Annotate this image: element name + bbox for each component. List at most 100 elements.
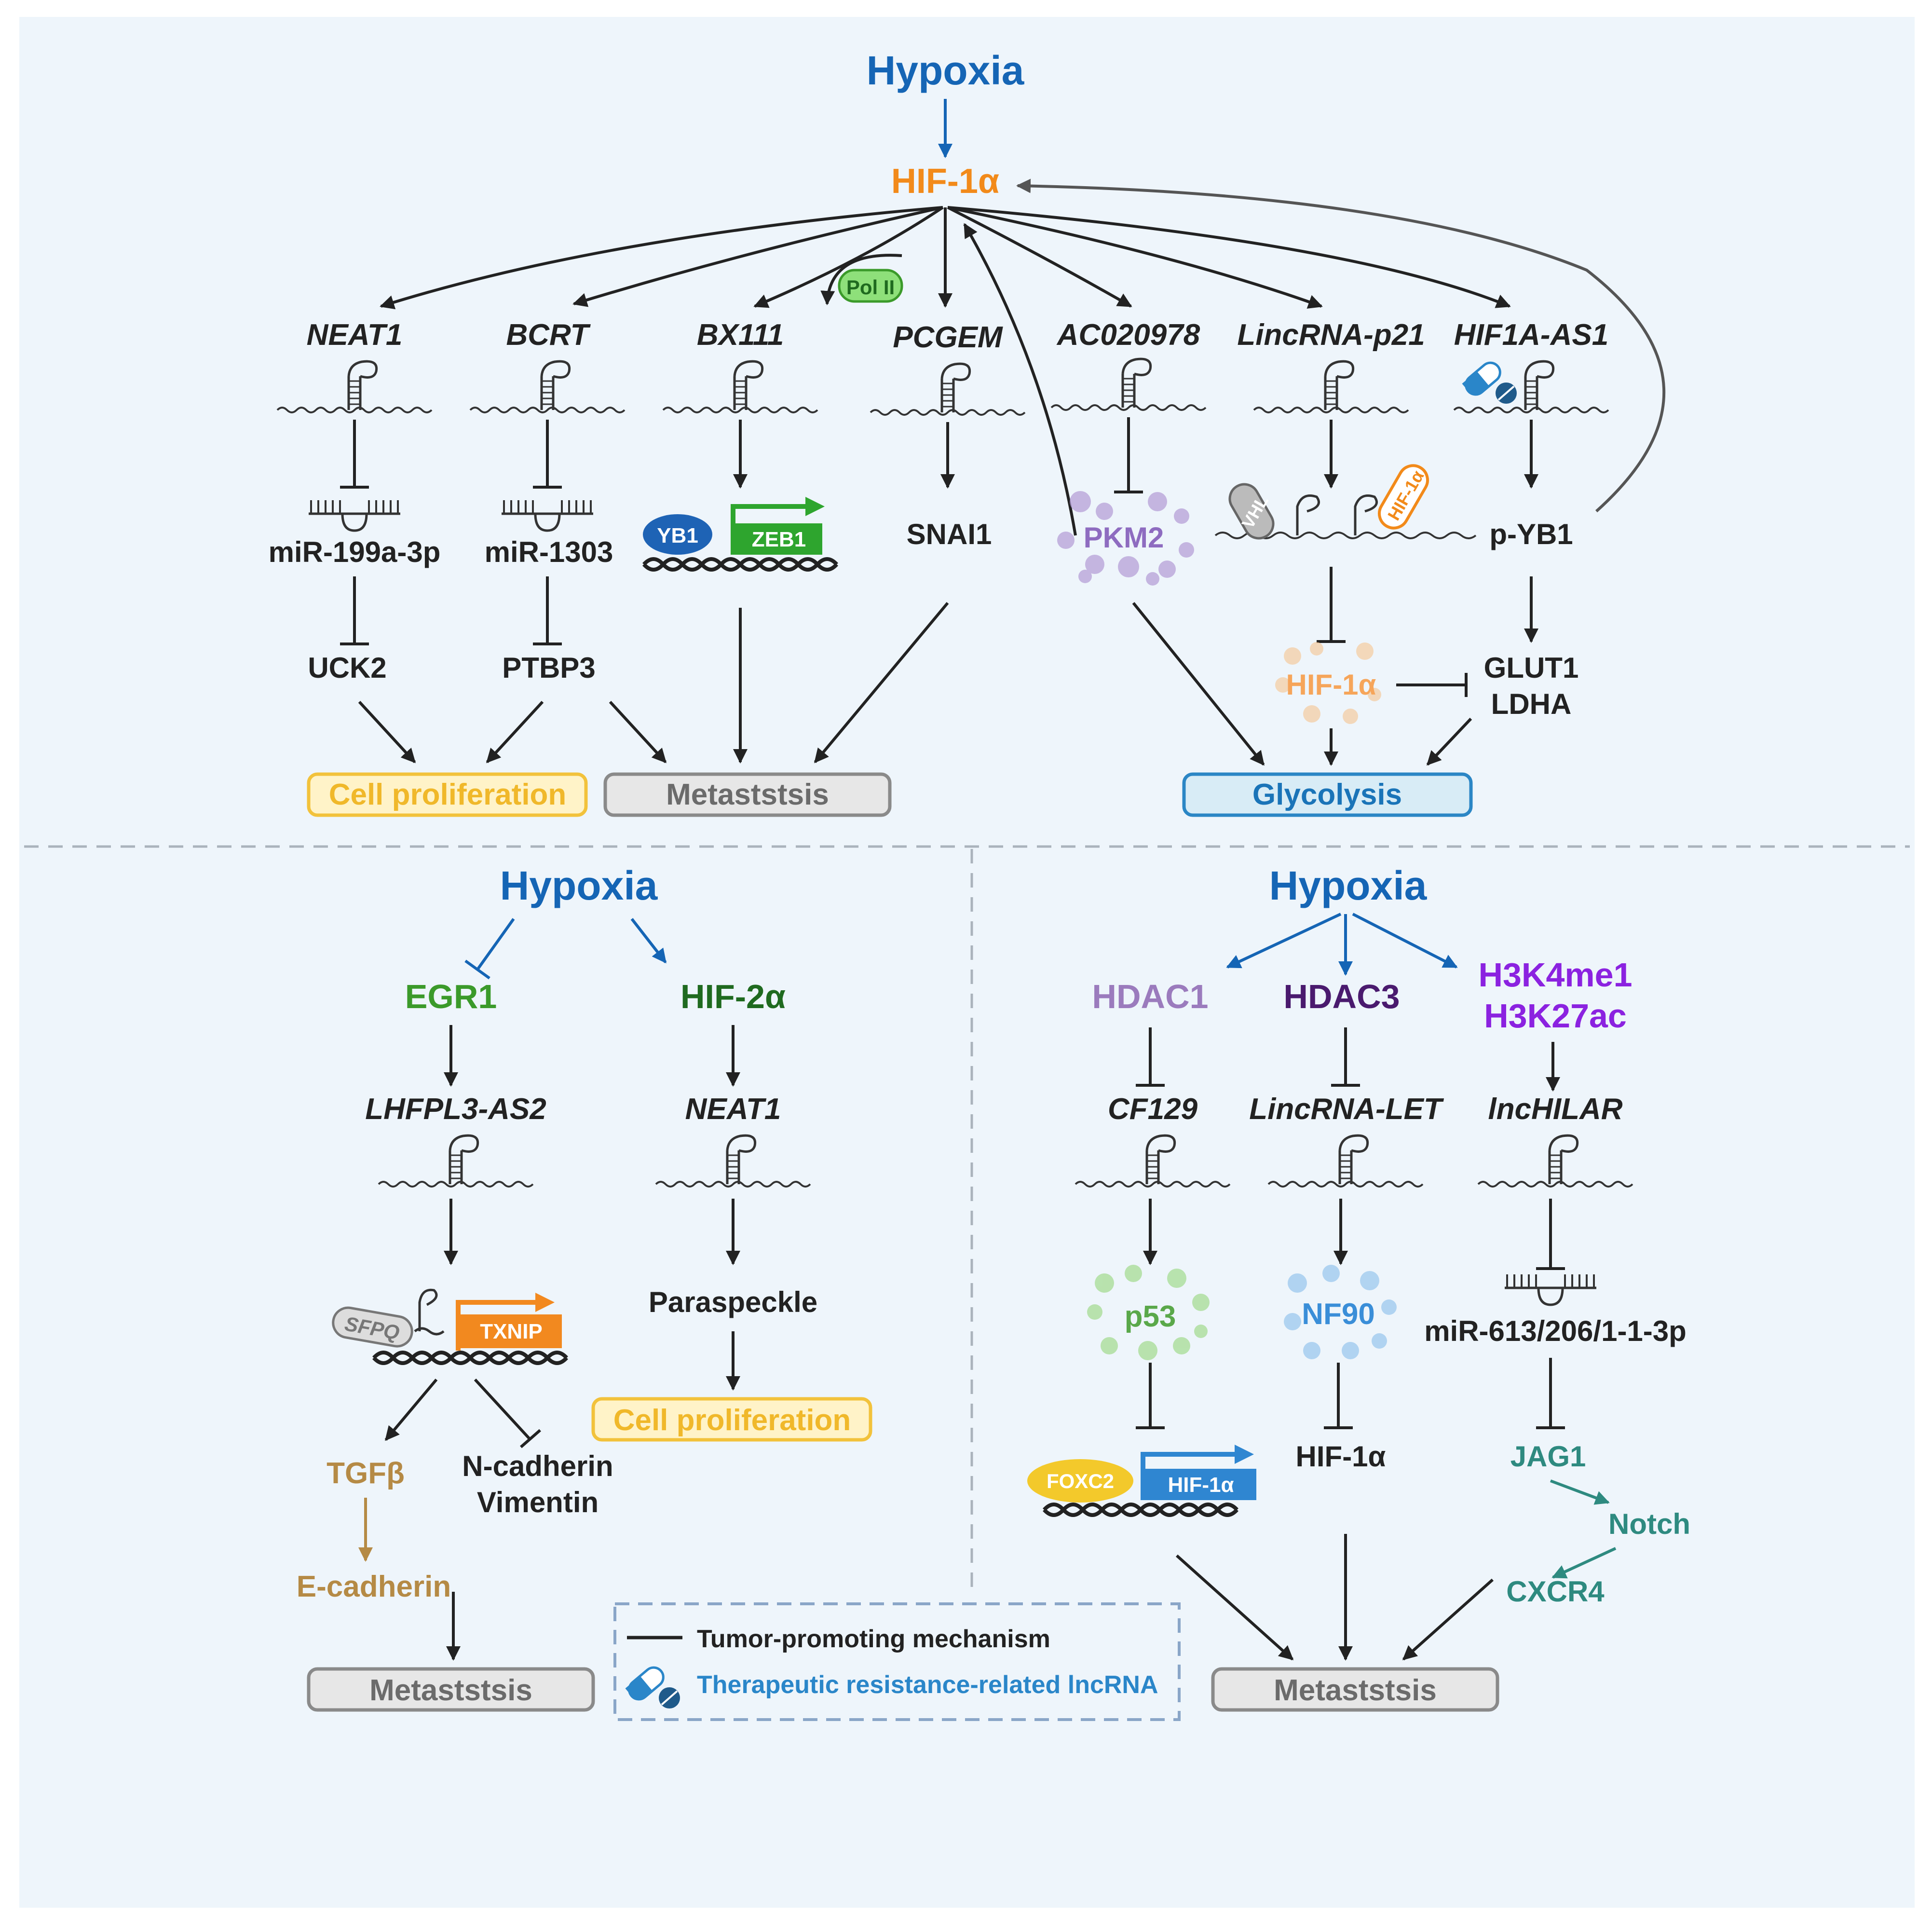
jag1-label: JAG1 xyxy=(1510,1440,1586,1473)
lincrna-let-label: LincRNA-LET xyxy=(1249,1093,1444,1126)
pkm2-to-hif1a-arrow xyxy=(963,223,1077,536)
hif1a-degraded-cluster xyxy=(1275,642,1381,724)
svg-text:Metaststsis: Metaststsis xyxy=(369,1674,532,1707)
cxcr4-label: CXCR4 xyxy=(1506,1575,1605,1608)
txnip-inhibit-ncadherin xyxy=(474,1378,541,1449)
glut1-inhibit-hif1a xyxy=(1396,673,1468,697)
hypoxia-to-h3k-arrow xyxy=(1352,913,1458,969)
svg-text:HIF-1α: HIF-1α xyxy=(1168,1473,1234,1497)
svg-text:Cell proliferation: Cell proliferation xyxy=(329,778,567,811)
metastasis-box-top: Metaststsis xyxy=(603,772,892,817)
hif1a-as1-label: HIF1A-AS1 xyxy=(1454,318,1608,352)
ac020978-label: AC020978 xyxy=(1056,318,1200,352)
hypoxia-to-hdac1-arrow xyxy=(1226,913,1342,969)
p53-protein-cluster xyxy=(1087,1265,1210,1360)
pyb1-label: p-YB1 xyxy=(1489,518,1573,550)
pol-ii-curved-arrow xyxy=(820,254,902,305)
txnip-to-tgfb-arrow xyxy=(384,1379,438,1441)
txnip-gene: TXNIP xyxy=(456,1293,562,1351)
hypoxia-top-label: Hypoxia xyxy=(867,48,1025,93)
pyb1-to-hif1a-feedback-arrow xyxy=(1016,178,1666,513)
snai1-label: SNAI1 xyxy=(907,518,992,550)
hypoxia-left-label: Hypoxia xyxy=(500,863,658,908)
pkm2-label: PKM2 xyxy=(1084,521,1164,554)
mir1303-inhibit-ptbp3 xyxy=(533,576,562,645)
lnchilar-inhibit-mir613 xyxy=(1536,1199,1565,1270)
lincrna-p21-label: LincRNA-p21 xyxy=(1237,318,1425,352)
nf90-label: NF90 xyxy=(1302,1298,1375,1331)
lincrna-p21-inhibit-hif1a xyxy=(1317,567,1346,643)
pol-ii-icon: Pol II xyxy=(838,269,903,303)
svg-text:ZEB1: ZEB1 xyxy=(752,528,806,551)
lhfpl3-as2-label: LHFPL3-AS2 xyxy=(365,1093,546,1126)
metastasis-box-right: Metaststsis xyxy=(1211,1667,1499,1712)
bcrt-inhibit-mir1303 xyxy=(533,420,562,489)
svg-text:TXNIP: TXNIP xyxy=(480,1320,543,1343)
ac020978-inhibit-pkm2 xyxy=(1114,417,1143,493)
pcgem-label: PCGEM xyxy=(893,321,1003,354)
ecadherin-label: E-cadherin xyxy=(297,1570,451,1603)
h3k27ac-label: H3K27ac xyxy=(1484,997,1627,1035)
foxc2-protein: FOXC2 xyxy=(1027,1459,1133,1503)
glut1-label: GLUT1 xyxy=(1484,652,1579,684)
zeb1-gene: ZEB1 xyxy=(731,497,825,555)
lhfpl3-bound-hairpin xyxy=(414,1288,445,1336)
glycolysis-box: Glycolysis xyxy=(1182,772,1473,817)
hif1a-degraded-label: HIF-1α xyxy=(1286,669,1376,701)
mir613-label: miR-613/206/1-1-3p xyxy=(1424,1315,1687,1347)
hif1a-top-label: HIF-1α xyxy=(891,162,999,201)
hif1a-gene: HIF-1α xyxy=(1141,1445,1256,1500)
tgfb-label: TGFβ xyxy=(327,1457,405,1490)
h3k4me1-label: H3K4me1 xyxy=(1478,956,1632,994)
ptbp3-label: PTBP3 xyxy=(502,652,595,684)
neat1-label: NEAT1 xyxy=(307,318,403,352)
mir199-label: miR-199a-3p xyxy=(269,536,441,568)
egr1-label: EGR1 xyxy=(405,978,497,1015)
svg-text:FOXC2: FOXC2 xyxy=(1047,1470,1114,1492)
hdac1-label: HDAC1 xyxy=(1092,978,1208,1015)
neat1-inhibit-mir199 xyxy=(340,420,369,489)
hdac1-inhibit-cf129 xyxy=(1136,1027,1165,1087)
notch-to-cxcr4-arrow xyxy=(1551,1547,1617,1579)
metastasis-box-left: Metaststsis xyxy=(307,1667,595,1712)
diagram-background xyxy=(19,17,1915,1908)
hif1a-right-label: HIF-1α xyxy=(1296,1440,1386,1473)
jag1-to-notch-arrow xyxy=(1550,1479,1610,1505)
mir199-inhibit-uck2 xyxy=(340,576,369,645)
bx111-label: BX111 xyxy=(697,318,784,352)
hypoxia-right-label: Hypoxia xyxy=(1269,863,1428,908)
legend-therapy-label: Therapeutic resistance-related lncRNA xyxy=(697,1671,1158,1699)
ldha-label: LDHA xyxy=(1491,688,1572,720)
svg-text:Metaststsis: Metaststsis xyxy=(666,778,829,811)
svg-text:Pol II: Pol II xyxy=(846,276,895,299)
p53-inhibit-hif1a xyxy=(1136,1363,1165,1429)
mir1303-label: miR-1303 xyxy=(485,536,613,568)
neat1-left-label: NEAT1 xyxy=(685,1093,781,1126)
top-outcome-arrows xyxy=(358,602,1472,766)
pkm2-protein-cluster xyxy=(1057,491,1194,586)
sfpq-protein: SFPQ xyxy=(332,1306,413,1348)
cf129-label: CF129 xyxy=(1108,1093,1198,1126)
mir613-inhibit-jag1 xyxy=(1536,1358,1565,1429)
hif2a-label: HIF-2α xyxy=(680,978,786,1015)
nf90-protein-cluster xyxy=(1284,1265,1397,1359)
cell-proliferation-box-left: Cell proliferation xyxy=(591,1397,872,1442)
cell-proliferation-box-top: Cell proliferation xyxy=(307,772,588,817)
legend: Tumor-promoting mechanism Therapeutic re… xyxy=(613,1602,1181,1721)
svg-text:Glycolysis: Glycolysis xyxy=(1252,778,1402,811)
svg-text:Metaststsis: Metaststsis xyxy=(1274,1674,1437,1707)
svg-text:YB1: YB1 xyxy=(657,524,698,547)
bottom-right-outcome-arrows xyxy=(1175,1534,1494,1661)
vimentin-label: Vimentin xyxy=(477,1486,599,1518)
lnchilar-label: lncHILAR xyxy=(1488,1093,1623,1126)
hif1a-fan-arrows xyxy=(380,206,1511,310)
p53-label: p53 xyxy=(1125,1300,1176,1333)
hypoxia-to-hif2a-arrow xyxy=(630,918,667,964)
ncadherin-label: N-cadherin xyxy=(462,1450,613,1482)
yb1-protein: YB1 xyxy=(643,514,712,555)
uck2-label: UCK2 xyxy=(308,652,386,684)
legend-tumor-label: Tumor-promoting mechanism xyxy=(697,1625,1050,1653)
notch-label: Notch xyxy=(1608,1508,1690,1540)
hypoxia-inhibit-egr1 xyxy=(464,918,515,980)
